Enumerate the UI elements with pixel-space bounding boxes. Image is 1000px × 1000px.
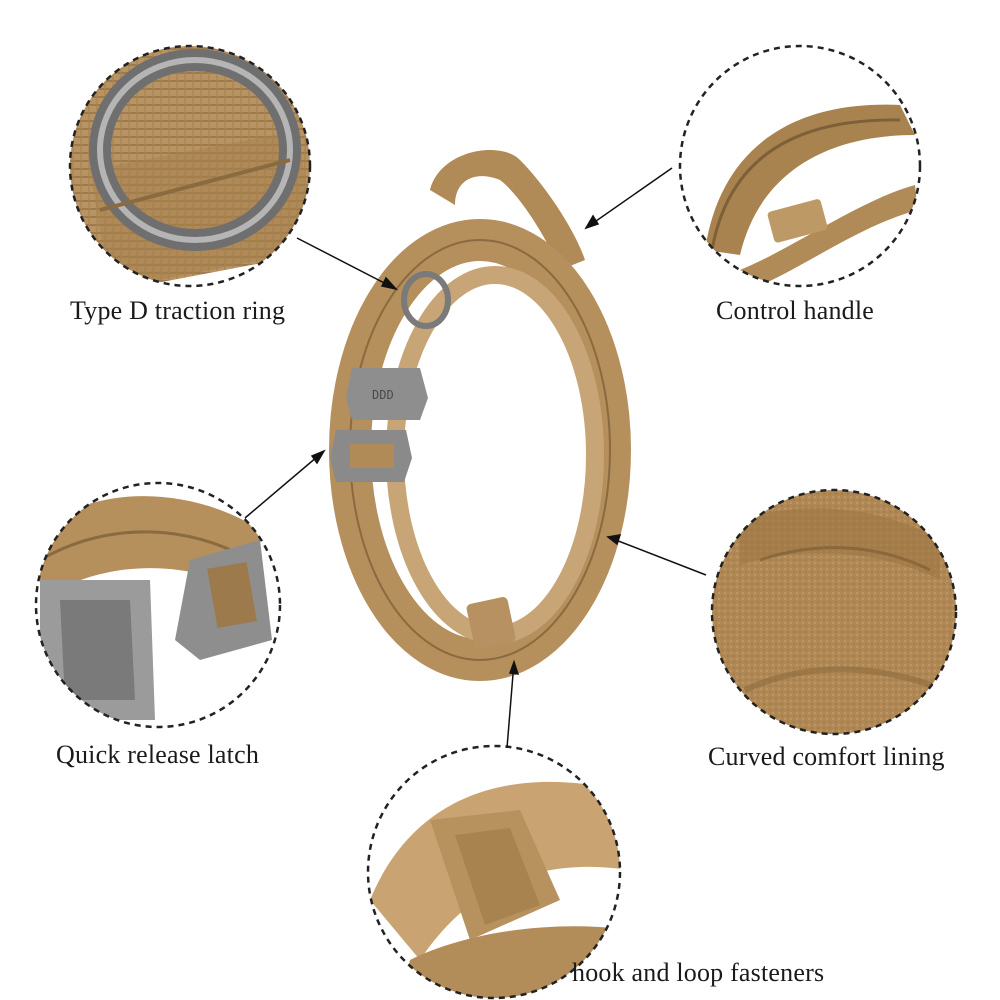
caption-type-d-ring: Type D traction ring [70,296,286,325]
quick-release-latch-detail-photo [34,481,282,729]
collar-d-ring [401,271,451,329]
collar-main-photo [329,150,631,681]
collar-buckle [330,368,428,482]
caption-quick-release-latch: Quick release latch [56,740,260,769]
pointer-ring [296,237,399,291]
comfort-lining-detail-photo [710,488,958,736]
pointer-lining [606,534,707,576]
pointer-hook [506,659,520,749]
caption-control-handle: Control handle [716,296,875,325]
buckle-mark-upper: DDD [372,388,394,402]
control-handle-detail-photo [678,44,922,288]
pointer-handle [584,167,673,230]
pointer-latch [244,449,326,519]
collar-lining [386,266,604,644]
collar-handle [430,150,585,270]
caption-comfort-lining: Curved comfort lining [708,742,945,771]
d-ring-detail-photo [68,44,312,288]
collar-keeper [466,597,516,649]
hook-and-loop-detail-photo [366,744,622,1000]
pointer-lines [244,167,707,749]
caption-hook-and-loop: hook and loop fasteners [572,958,825,987]
